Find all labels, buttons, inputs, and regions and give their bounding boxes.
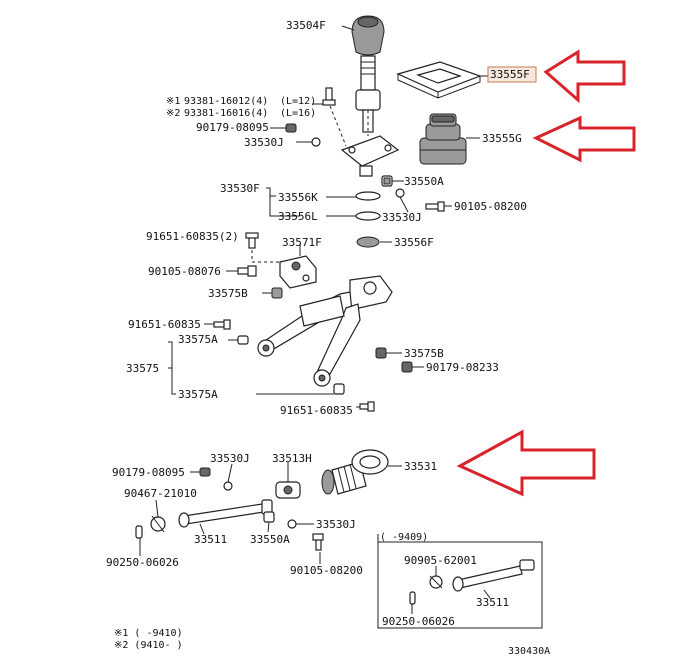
shift-lever (340, 55, 400, 177)
seal-33556f (356, 236, 380, 248)
label-33575a-1: 33575A (178, 333, 218, 346)
label-90905-62001: 90905-62001 (404, 554, 477, 567)
label-90179-08233: 90179-08233 (426, 361, 499, 374)
oring-33556l (355, 211, 381, 221)
inset-rod-33511 (452, 559, 535, 592)
label-33555f: 33555F (490, 68, 530, 81)
label-93381-16012: 93381-16012(4) (184, 96, 268, 107)
rod-33511 (178, 499, 273, 528)
mark-2: ※2 (166, 108, 180, 119)
label-33556k: 33556K (278, 191, 318, 204)
nut-90179-08233 (401, 361, 413, 373)
arrow-icon (456, 429, 596, 497)
nut-90179-top (285, 123, 297, 133)
label-90467-21010: 90467-21010 (124, 487, 197, 500)
bolt-91651-left (213, 319, 231, 330)
bushing-33575a-upper (237, 335, 249, 345)
lever-assembly-33575 (257, 275, 393, 387)
label-90105-08076: 90105-08076 (148, 265, 221, 278)
label-33511-2: 33511 (476, 596, 509, 609)
bushing-33550a-lower (263, 511, 275, 523)
label-33504f: 33504F (286, 19, 326, 32)
label-90250-06026-2: 90250-06026 (382, 615, 455, 628)
housing-33531 (321, 449, 389, 495)
figure-code: 330430A (508, 646, 550, 657)
note-l12: (L=12) (280, 96, 316, 107)
ring-33530j-mid (395, 188, 405, 198)
inset-pin-90250 (409, 591, 416, 605)
arrow-icon (532, 115, 636, 163)
label-33555g: 33555G (482, 132, 522, 145)
joint-33513h (275, 481, 301, 499)
note-l16: (L=16) (280, 108, 316, 119)
nut-90179-lower (199, 467, 211, 477)
label-90105-08200-1: 90105-08200 (454, 200, 527, 213)
bolt-90105-08200 (425, 201, 445, 212)
label-33530j-3: 33530J (210, 452, 250, 465)
ring-33530j-top (311, 137, 321, 147)
label-inset-range: ( -9409) (380, 532, 428, 543)
pin-90250 (135, 525, 143, 539)
label-90250-06026-1: 90250-06026 (106, 556, 179, 569)
bushing-33575b-top (271, 287, 283, 299)
label-33530f: 33530F (220, 182, 260, 195)
clamp-90467 (150, 515, 166, 533)
label-91651-60835-2: 91651-60835(2) (146, 230, 239, 243)
label-33556f: 33556F (394, 236, 434, 249)
oring-33556k (355, 191, 381, 201)
label-91651-60835-a: 91651-60835 (128, 318, 201, 331)
bolt-93381 (322, 87, 336, 106)
label-93381-16016: 93381-16016(4) (184, 108, 268, 119)
shift-boot (419, 113, 467, 165)
label-90179-08095: 90179-08095 (196, 121, 269, 134)
label-91651-60835-b: 91651-60835 (280, 404, 353, 417)
ring-33530j-left (223, 481, 233, 491)
mark-1: ※1 (166, 96, 180, 107)
label-90105-08200-2: 90105-08200 (290, 564, 363, 577)
label-33550a-1: 33550A (404, 175, 444, 188)
label-33530j-1: 33530J (244, 136, 284, 149)
label-33556l: 33556L (278, 210, 318, 223)
label-33571f: 33571F (282, 236, 322, 249)
shift-knob (351, 15, 385, 56)
arrow-icon (543, 49, 626, 104)
footnote-2: ※2 (9410- ) (114, 640, 183, 651)
bushing-33575a-lower (333, 383, 345, 395)
label-33575b-2: 33575B (404, 347, 444, 360)
bolt-90105-lower (312, 533, 324, 551)
label-33530j-2: 33530J (382, 211, 422, 224)
label-33575a-2: 33575A (178, 388, 218, 401)
bolt-91651-bottom (359, 401, 375, 412)
label-33511-1: 33511 (194, 533, 227, 546)
inset-box (377, 541, 543, 629)
label-33575b-1: 33575B (208, 287, 248, 300)
bushing-33550a (381, 175, 393, 187)
inset-clamp-90905 (429, 575, 443, 589)
highlight-33555f (487, 66, 537, 83)
label-33550a-2: 33550A (250, 533, 290, 546)
label-90179-08095-2: 90179-08095 (112, 466, 185, 479)
boot-frame (396, 61, 482, 99)
label-33513h: 33513H (272, 452, 312, 465)
label-33575: 33575 (126, 362, 159, 375)
bracket-33571f (279, 255, 317, 289)
label-33530j-4: 33530J (316, 518, 356, 531)
ring-33530j-lower (287, 519, 297, 529)
bushing-33575b-lower (375, 347, 387, 359)
bolt-91651-top (245, 232, 259, 249)
bolt-90105-08076 (237, 265, 257, 277)
footnote-1: ※1 ( -9410) (114, 628, 183, 639)
label-33531: 33531 (404, 460, 437, 473)
